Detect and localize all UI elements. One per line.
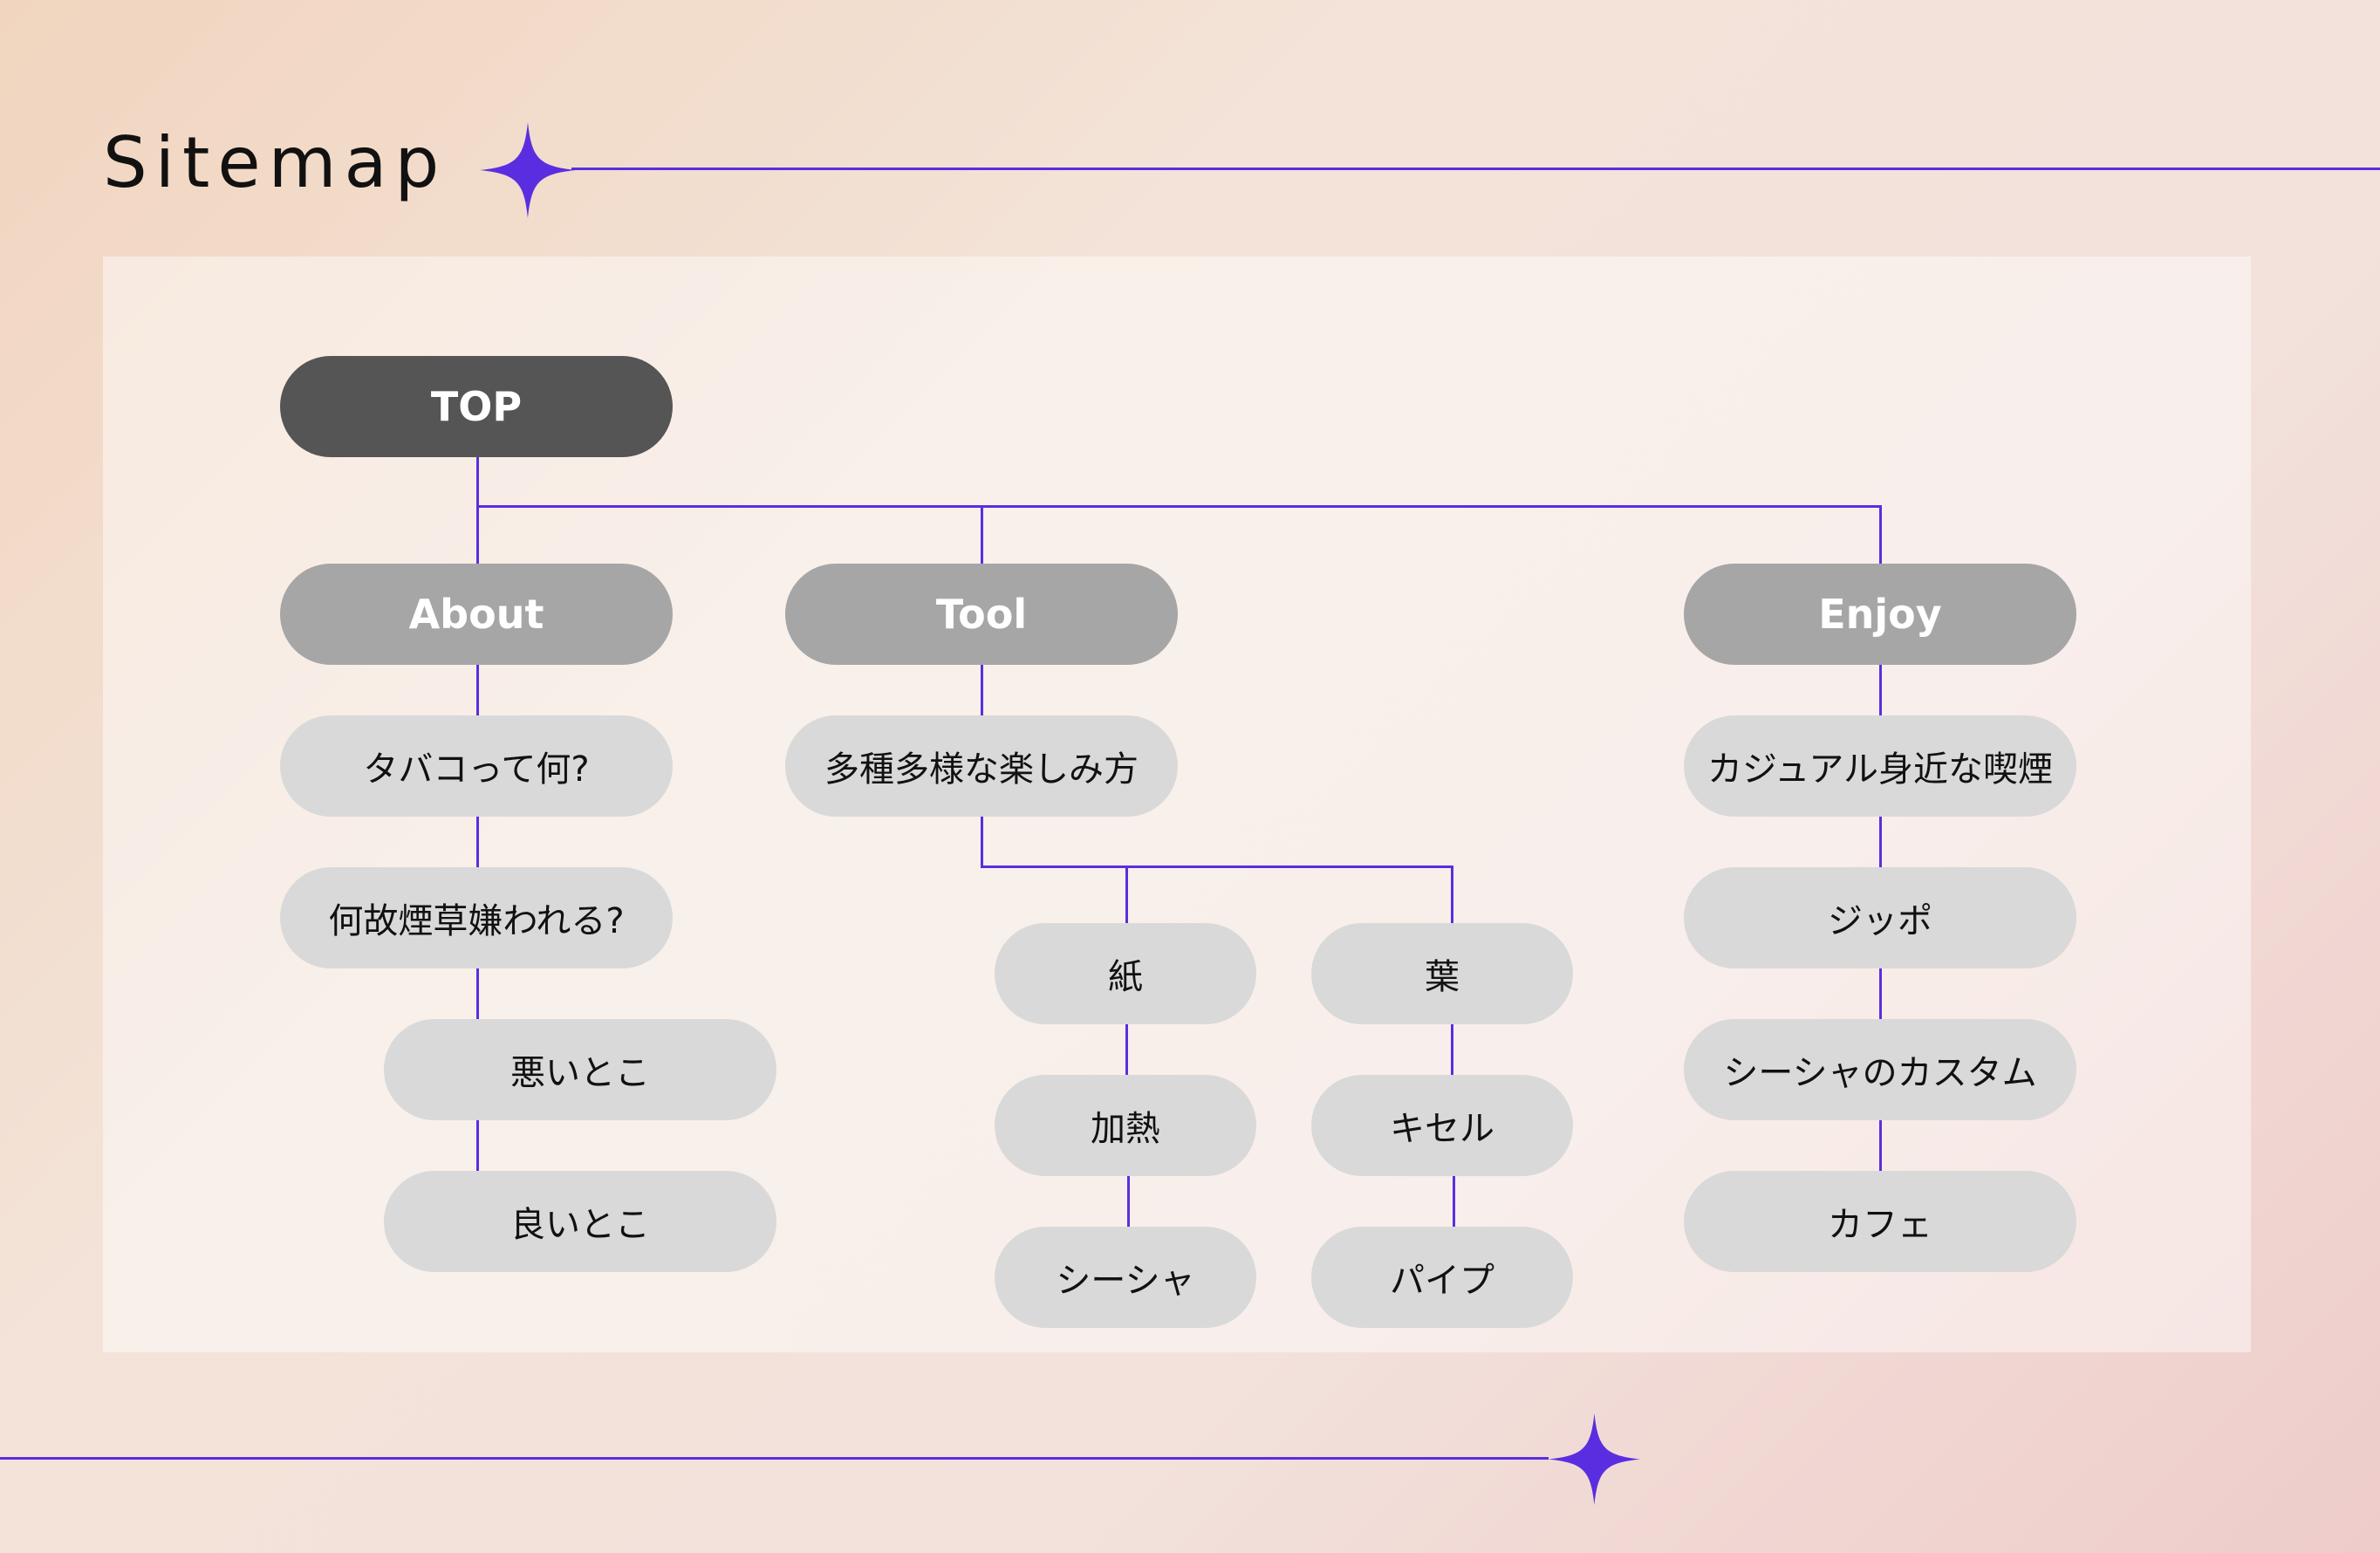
connector <box>476 815 479 867</box>
connector <box>1879 663 1882 715</box>
node-tool-branch-b[interactable]: キセル <box>1311 1075 1573 1176</box>
connector <box>981 815 983 867</box>
sparkle-icon <box>480 122 576 218</box>
node-tool-branch-a[interactable]: シーシャ <box>995 1227 1256 1328</box>
connector <box>1451 865 1453 923</box>
node-enjoy-child[interactable]: カジュアル身近な喫煙 <box>1684 715 2076 817</box>
node-about[interactable]: About <box>280 564 673 665</box>
connector <box>1879 505 1882 564</box>
node-about-child[interactable]: 何故煙草嫌われる? <box>280 867 673 968</box>
connector <box>476 505 1881 508</box>
sparkle-icon <box>1549 1413 1640 1505</box>
connector <box>476 967 479 1019</box>
connector <box>981 663 983 715</box>
connector <box>476 1119 479 1171</box>
node-tool-branch-b[interactable]: パイプ <box>1311 1227 1573 1328</box>
node-about-child[interactable]: 悪いとこ <box>384 1019 776 1120</box>
connector <box>981 865 1453 868</box>
node-tool-branch-a[interactable]: 加熱 <box>995 1075 1256 1176</box>
node-about-child[interactable]: タバコって何? <box>280 715 673 817</box>
connector <box>476 663 479 715</box>
connector <box>1125 1024 1128 1077</box>
connector <box>1879 1119 1882 1171</box>
node-enjoy-child[interactable]: ジッポ <box>1684 867 2076 968</box>
connector <box>1879 967 1882 1019</box>
node-about-child[interactable]: 良いとこ <box>384 1171 776 1272</box>
connector <box>1453 1176 1455 1228</box>
node-tool-child[interactable]: 多種多様な楽しみ方 <box>785 715 1178 817</box>
node-enjoy-child[interactable]: カフェ <box>1684 1171 2076 1272</box>
node-tool[interactable]: Tool <box>785 564 1178 665</box>
node-top[interactable]: TOP <box>280 356 673 457</box>
page-title: Sitemap <box>103 122 448 203</box>
header-divider <box>571 168 2380 170</box>
node-tool-branch-a[interactable]: 紙 <box>995 923 1256 1024</box>
connector <box>1879 815 1882 867</box>
footer-divider <box>0 1457 1549 1460</box>
connector <box>981 505 983 564</box>
node-tool-branch-b[interactable]: 葉 <box>1311 923 1573 1024</box>
connector <box>1127 1176 1130 1228</box>
connector <box>1451 1024 1453 1077</box>
node-enjoy-child[interactable]: シーシャのカスタム <box>1684 1019 2076 1120</box>
node-enjoy[interactable]: Enjoy <box>1684 564 2076 665</box>
connector <box>1125 865 1128 923</box>
connector <box>476 455 479 564</box>
